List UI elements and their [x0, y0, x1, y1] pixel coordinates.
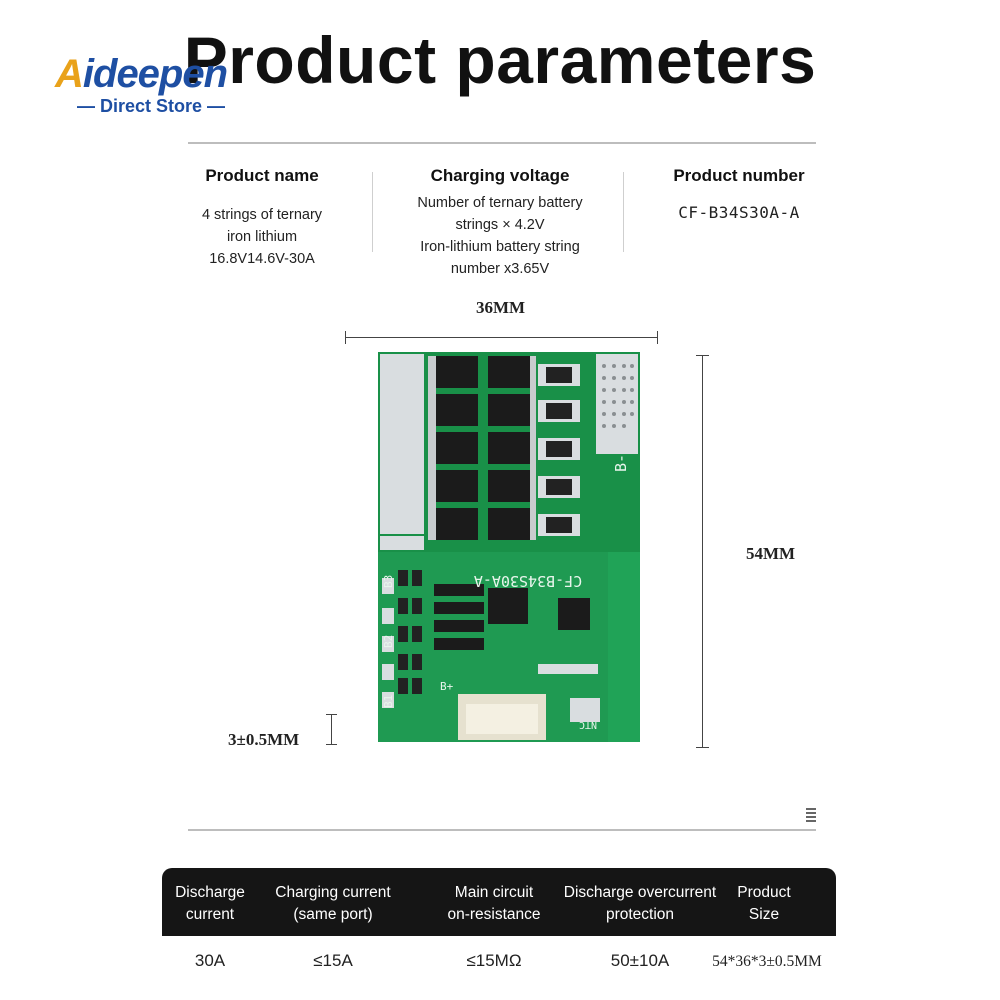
- spec-header-line: protection: [605, 906, 675, 923]
- spec-header-line: on-resistance: [447, 906, 541, 923]
- height-dimension-line: [702, 355, 703, 747]
- logo-wordmark: Aideepen: [55, 52, 228, 97]
- spec-header-line: Discharge overcurrent: [563, 884, 717, 901]
- width-dimension-line: [345, 337, 657, 338]
- logo-prefix: A: [55, 52, 84, 96]
- bms-board-image: CF-B34S30A-A B- B3 B2 B1 B+ NTC: [378, 352, 640, 742]
- param-product-name: Product name 4 strings of ternary iron l…: [172, 166, 352, 270]
- param-line: number x3.65V: [450, 261, 550, 277]
- height-dimension-tick: [696, 355, 709, 356]
- pad-label-b1: B1: [382, 695, 395, 708]
- spec-value-discharge-current: 30A: [194, 951, 226, 970]
- param-line: Iron-lithium battery string: [420, 239, 580, 255]
- spec-header-on-resistance: Main circuit on-resistance: [438, 882, 550, 926]
- thickness-dimension-line: [331, 714, 332, 744]
- page-title: Product parameters: [183, 23, 817, 97]
- spec-header-line: Discharge: [175, 884, 245, 901]
- spec-value-overcurrent: 50±10A: [610, 951, 670, 970]
- param-product-number: Product number CF-B34S30A-A: [650, 166, 828, 224]
- param-value: CF-B34S30A-A: [678, 203, 800, 222]
- board-silkscreen: CF-B34S30A-A: [474, 572, 582, 590]
- top-divider: [188, 142, 816, 144]
- column-divider: [372, 172, 373, 252]
- param-charging-voltage: Charging voltage Number of ternary batte…: [390, 166, 610, 280]
- pad-label-ntc: NTC: [579, 719, 597, 730]
- width-dimension-tick: [657, 331, 658, 344]
- thickness-dimension-label: 3±0.5MM: [228, 730, 300, 749]
- thickness-dimension-tick: [326, 714, 337, 715]
- spec-header-line: current: [185, 906, 235, 923]
- spec-header-overcurrent: Discharge overcurrent protection: [558, 882, 722, 926]
- menu-icon: [806, 808, 816, 824]
- pad-label-b3: B3: [382, 575, 395, 588]
- param-value: 4 strings of ternary iron lithium 16.8V1…: [172, 204, 352, 270]
- height-dimension-label: 54MM: [746, 544, 796, 563]
- spec-header-discharge-current: Discharge current: [166, 882, 254, 926]
- width-dimension-tick: [345, 331, 346, 344]
- width-dimension-label: 36MM: [476, 298, 526, 317]
- spec-header-line: Size: [748, 906, 780, 923]
- logo-name: ideepen: [82, 52, 228, 96]
- spec-header-line: Product: [737, 884, 791, 901]
- pad-label-b-plus: B+: [440, 680, 454, 693]
- height-dimension-tick: [696, 747, 709, 748]
- spec-value-on-resistance: ≤15MΩ: [466, 951, 522, 970]
- param-value: Number of ternary battery strings × 4.2V…: [390, 192, 610, 280]
- param-label: Product number: [673, 166, 805, 185]
- param-line: 4 strings of ternary: [201, 207, 323, 223]
- spec-value-charging-current: ≤15A: [313, 951, 353, 970]
- param-line: strings × 4.2V: [455, 217, 545, 233]
- pad-label-b2: B2: [382, 635, 395, 648]
- logo-subtitle: — Direct Store —: [77, 96, 226, 116]
- column-divider: [623, 172, 624, 252]
- spec-header-line: Main circuit: [454, 884, 534, 901]
- param-label: Product name: [205, 166, 319, 185]
- param-label: Charging voltage: [430, 166, 570, 185]
- spec-value-product-size: 54*36*3±0.5MM: [712, 953, 822, 970]
- param-line: Number of ternary battery: [417, 195, 583, 211]
- spec-header-line: Charging current: [275, 884, 391, 901]
- brand-logo: Aideepen — Direct Store —: [55, 50, 290, 125]
- spec-header-line: (same port): [293, 906, 373, 923]
- spec-table-header: Discharge current Charging current (same p…: [162, 868, 836, 936]
- param-line: 16.8V14.6V-30A: [209, 251, 315, 267]
- spec-header-charging-current: Charging current (same port): [266, 882, 400, 926]
- bottom-divider: [188, 829, 816, 831]
- thickness-dimension-tick: [326, 744, 337, 745]
- pad-label-b-minus: B-: [612, 454, 630, 472]
- param-line: iron lithium: [226, 229, 298, 245]
